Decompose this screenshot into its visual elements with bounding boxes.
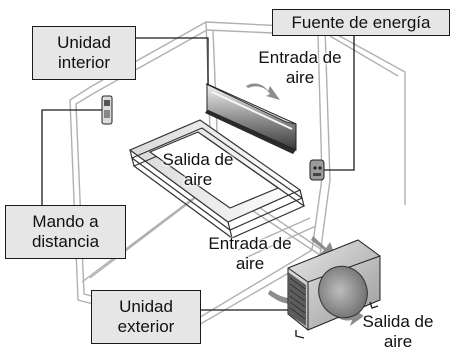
outdoor-air-outlet-label: Salida de aire	[362, 312, 434, 351]
remote-control-callout: Mando a distancia	[5, 205, 126, 259]
rug-outline	[128, 119, 306, 239]
indoor-unit-callout: Unidad interior	[32, 26, 136, 80]
outdoor-unit-icon	[287, 239, 381, 339]
outdoor-unit-label-line2: exterior	[117, 317, 175, 336]
indoor-unit-label-line2: interior	[58, 53, 110, 72]
indoor-unit-label-line1: Unidad	[57, 33, 111, 52]
outdoor-wall	[237, 217, 317, 259]
indoor-air-outlet-label: Salida de aire	[162, 150, 234, 189]
outdoor-air-inlet-label: Entrada de aire	[208, 234, 292, 273]
indoor-unit-icon	[205, 83, 297, 154]
remote-control-label-line2: distancia	[31, 232, 100, 251]
outdoor-unit-callout: Unidad exterior	[91, 290, 201, 344]
remote-control-icon	[101, 95, 113, 125]
power-source-label: Fuente de energía	[291, 12, 431, 32]
power-outlet-icon	[309, 159, 325, 181]
remote-control-label-line1: Mando a	[32, 212, 99, 231]
power-source-callout: Fuente de energía	[272, 9, 450, 36]
indoor-air-inlet-label: Entrada de aire	[258, 48, 342, 87]
outdoor-unit-label-line1: Unidad	[119, 297, 173, 316]
